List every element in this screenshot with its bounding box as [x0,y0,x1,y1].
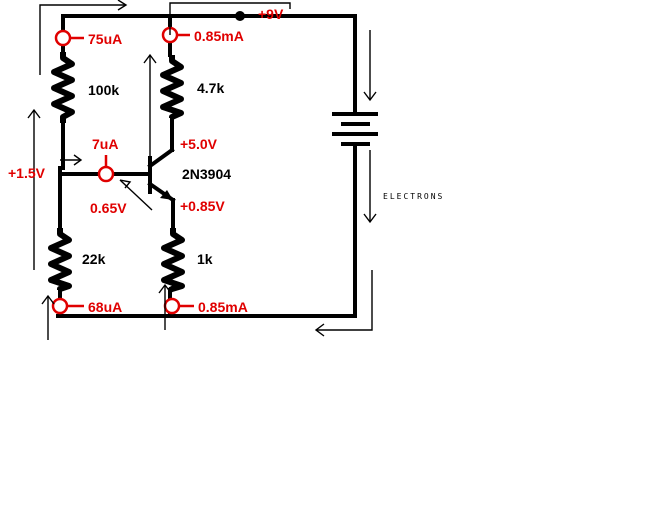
resistor-label-4-7k: 4.7k [197,80,224,96]
current-label-bottom-right: 0.85mA [198,299,248,315]
emitter-voltage-label: +0.85V [180,198,225,214]
flow-arrow-bottom-right [316,270,373,331]
electrons-label: ELECTRONS [383,192,444,201]
resistor-100k [51,52,75,123]
collector-voltage-label: +5.0V [180,136,218,152]
supply-voltage-label: +9V [258,6,284,22]
flow-arrow-top-right [169,2,291,35]
vbe-voltage-label: 0.65V [90,200,127,216]
electron-flow-arrows [27,0,377,340]
current-label-bottom-left: 68uA [88,299,122,315]
base-node-voltage-label: +1.5V [8,165,46,181]
resistor-label-1k: 1k [197,251,213,267]
current-label-base: 7uA [92,136,118,152]
supply-node-dot [235,11,245,21]
ammeter-base [97,155,115,183]
ammeter-bottom-left [51,297,84,315]
transistor-2n3904 [147,147,176,203]
ammeter-bottom-right [163,297,194,315]
resistor-4-7k [160,55,184,120]
resistor-22k [48,228,72,292]
resistor-label-100k: 100k [88,82,119,98]
vbe-arrow [119,179,153,211]
current-label-top-left: 75uA [88,31,122,47]
resistor-1k [161,228,185,293]
current-label-top-right: 0.85mA [194,28,244,44]
battery-symbol [332,112,378,146]
resistor-label-22k: 22k [82,251,106,267]
transistor-collector-lead [147,147,175,169]
ammeter-top-left [54,29,84,47]
ammeter-top-right [161,26,190,44]
flow-arrow-top-left [39,4,125,75]
transistor-emitter-arrow [160,190,173,200]
transistor-label: 2N3904 [182,166,231,182]
